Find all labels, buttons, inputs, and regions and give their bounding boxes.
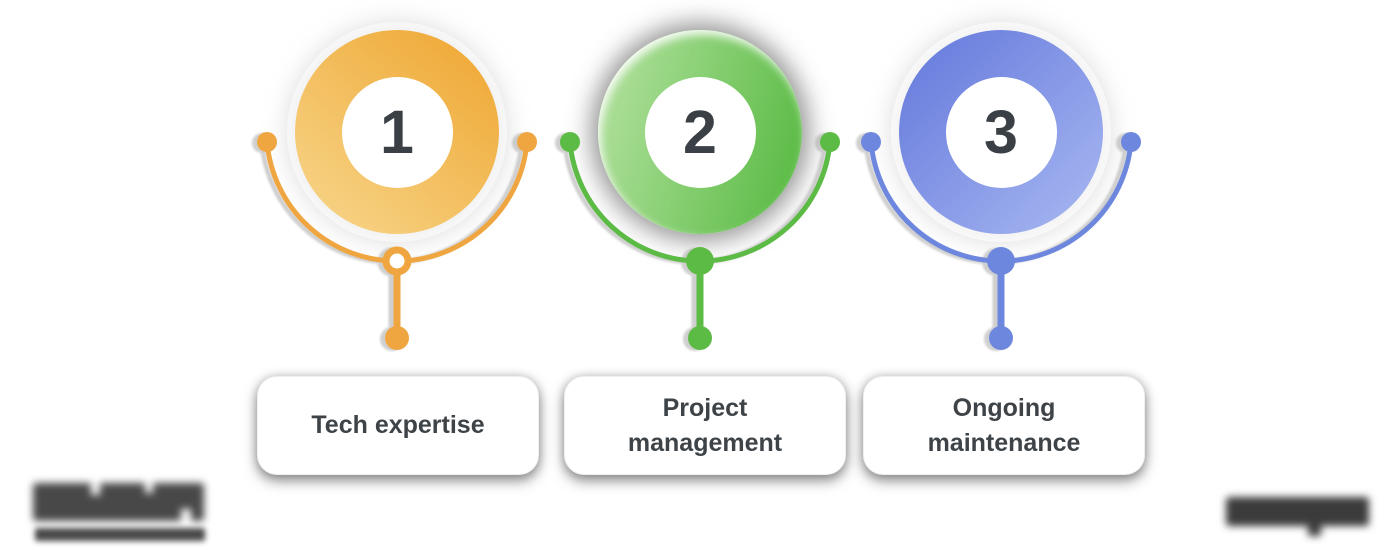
step-3-arc-dot-right	[1121, 132, 1141, 152]
step-3-number-disc: 3	[945, 76, 1057, 188]
step-2-solid-node	[686, 247, 714, 275]
step-1-arc-dot-right	[517, 132, 537, 152]
step-3-label-box: Ongoing maintenance	[863, 376, 1145, 475]
step-1-bubble: 1	[295, 30, 499, 234]
blurred-logo-gap	[145, 483, 153, 493]
step-2-arc-dot-right	[820, 132, 840, 152]
step-2-label-box: Project management	[564, 376, 846, 475]
step-2-connector	[560, 132, 840, 350]
step-3-stem-end-dot	[989, 326, 1013, 350]
step-1-label-box: Tech expertise	[257, 376, 539, 475]
step-3-solid-node	[987, 247, 1015, 275]
step-3-label: Ongoing maintenance	[927, 394, 1081, 457]
step-2-bubble: 2	[598, 30, 802, 234]
step-1-number: 1	[380, 97, 414, 166]
step-2-stem-end-dot	[688, 326, 712, 350]
step-1-arc	[264, 139, 530, 264]
step-3-arc-dot-left	[861, 132, 881, 152]
blurred-watermark-descender	[1308, 523, 1321, 536]
blurred-watermark-text	[1226, 497, 1369, 536]
step-3-number: 3	[984, 97, 1018, 166]
step-3-bubble: 3	[899, 30, 1103, 234]
blurred-logo	[33, 483, 204, 521]
step-1-stem-end-dot	[385, 326, 409, 350]
step-1-label: Tech expertise	[311, 411, 485, 440]
step-2-arc	[567, 139, 833, 264]
step-3-connector	[861, 132, 1141, 350]
step-2-arc-dot-left	[560, 132, 580, 152]
step-3-arc	[868, 139, 1134, 264]
step-2-label: Project management	[627, 394, 783, 457]
step-1-number-disc: 1	[341, 76, 453, 188]
step-1-ring-node	[382, 246, 412, 276]
blurred-logo-tagline	[35, 528, 205, 541]
step-1-arc-dot-left	[257, 132, 277, 152]
blurred-logo-gap	[91, 483, 100, 495]
step-1-connector	[257, 132, 537, 350]
step-2-number-disc: 2	[644, 76, 756, 188]
blurred-logo-gap	[181, 509, 191, 521]
step-2-number: 2	[683, 97, 717, 166]
